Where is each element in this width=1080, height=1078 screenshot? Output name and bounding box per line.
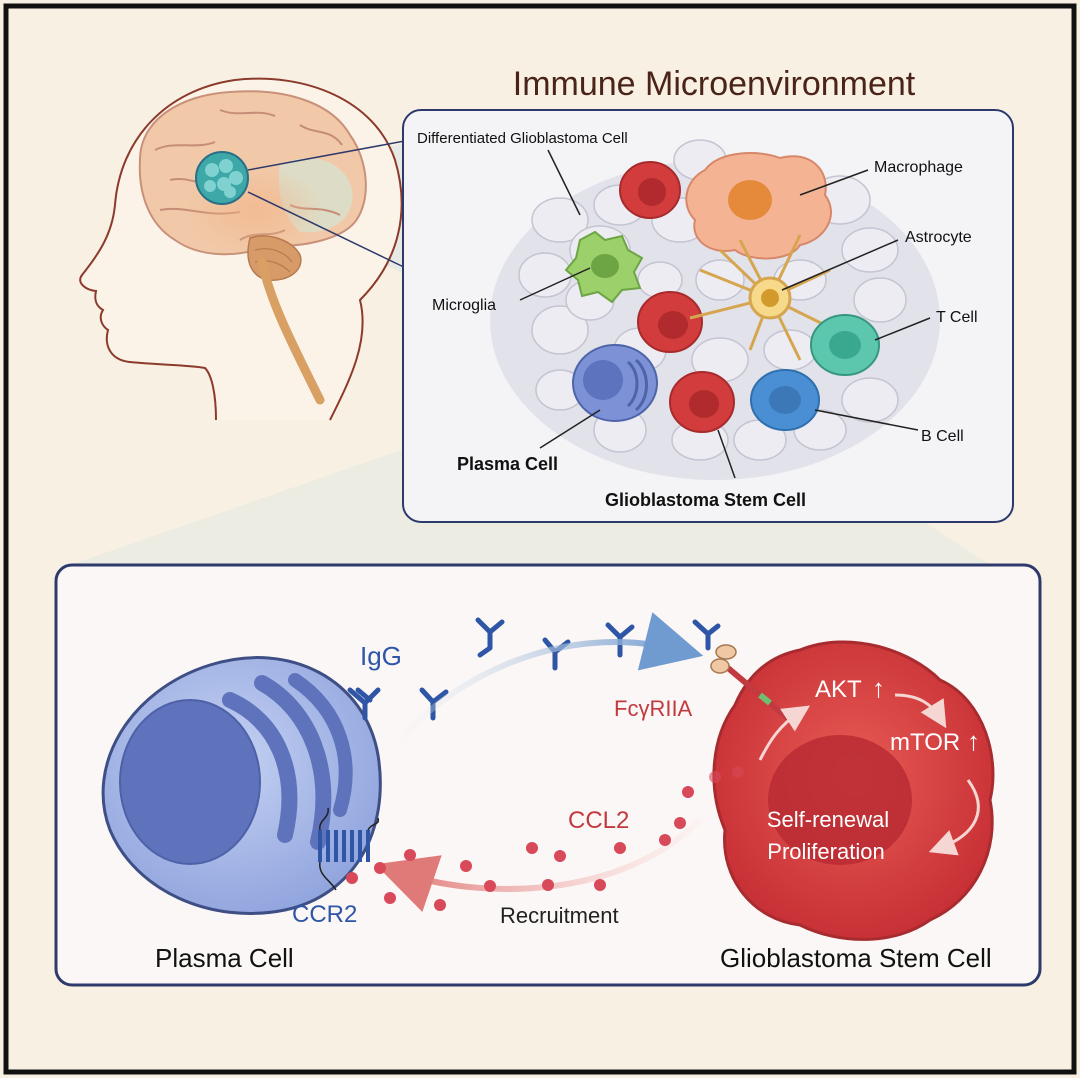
plasma-cell-large	[101, 656, 382, 915]
leader-lines	[519, 149, 931, 479]
ccl2-dots	[346, 766, 744, 911]
label-b-cell: B Cell	[921, 428, 964, 445]
macrophage-cell	[685, 152, 832, 260]
b-cell	[750, 369, 820, 431]
microglia-cell	[564, 230, 644, 304]
label-igg: IgG	[360, 641, 402, 671]
label-microglia: Microglia	[432, 297, 496, 314]
plasma-cell-small	[572, 344, 658, 422]
signaling-arrows	[758, 693, 980, 856]
label-ccr2: CCR2	[292, 901, 357, 928]
akt-up-arrow: ↑	[872, 673, 885, 703]
astrocyte-cell	[689, 234, 836, 361]
label-macrophage: Macrophage	[874, 159, 963, 176]
mtor-up-arrow: ↑	[967, 726, 980, 756]
t-cell	[810, 314, 880, 376]
label-gsc-large: Glioblastoma Stem Cell	[720, 943, 992, 973]
label-mtor: mTOR	[890, 729, 960, 756]
red-cell-bottom	[669, 371, 735, 433]
label-plasma-cell-large: Plasma Cell	[155, 943, 294, 973]
label-fcgr2a: FcγRIIA	[614, 696, 693, 721]
label-differentiated-gbm: Differentiated Glioblastoma Cell	[417, 130, 628, 147]
igg-arc	[395, 612, 704, 744]
label-ccl2: CCL2	[568, 807, 629, 834]
label-gsc: Glioblastoma Stem Cell	[605, 490, 806, 510]
ccr2-receptor	[318, 807, 380, 891]
label-t-cell: T Cell	[936, 309, 978, 326]
label-akt: AKT	[815, 676, 862, 703]
tumor-icon	[195, 151, 249, 205]
red-cell-middle	[637, 291, 703, 353]
label-plasma-cell: Plasma Cell	[457, 454, 558, 474]
outer-frame	[3, 3, 1077, 1075]
brain-illustration	[138, 90, 411, 405]
red-cell-top	[619, 161, 681, 219]
figure-title: Immune Microenvironment	[513, 65, 916, 103]
label-proliferation: Proliferation	[767, 839, 884, 864]
igg-antibodies	[347, 617, 721, 721]
label-astrocyte: Astrocyte	[905, 229, 972, 246]
label-self-renewal: Self-renewal	[767, 807, 889, 832]
label-recruitment: Recruitment	[500, 903, 619, 928]
fcgr2a-receptor	[710, 644, 793, 723]
